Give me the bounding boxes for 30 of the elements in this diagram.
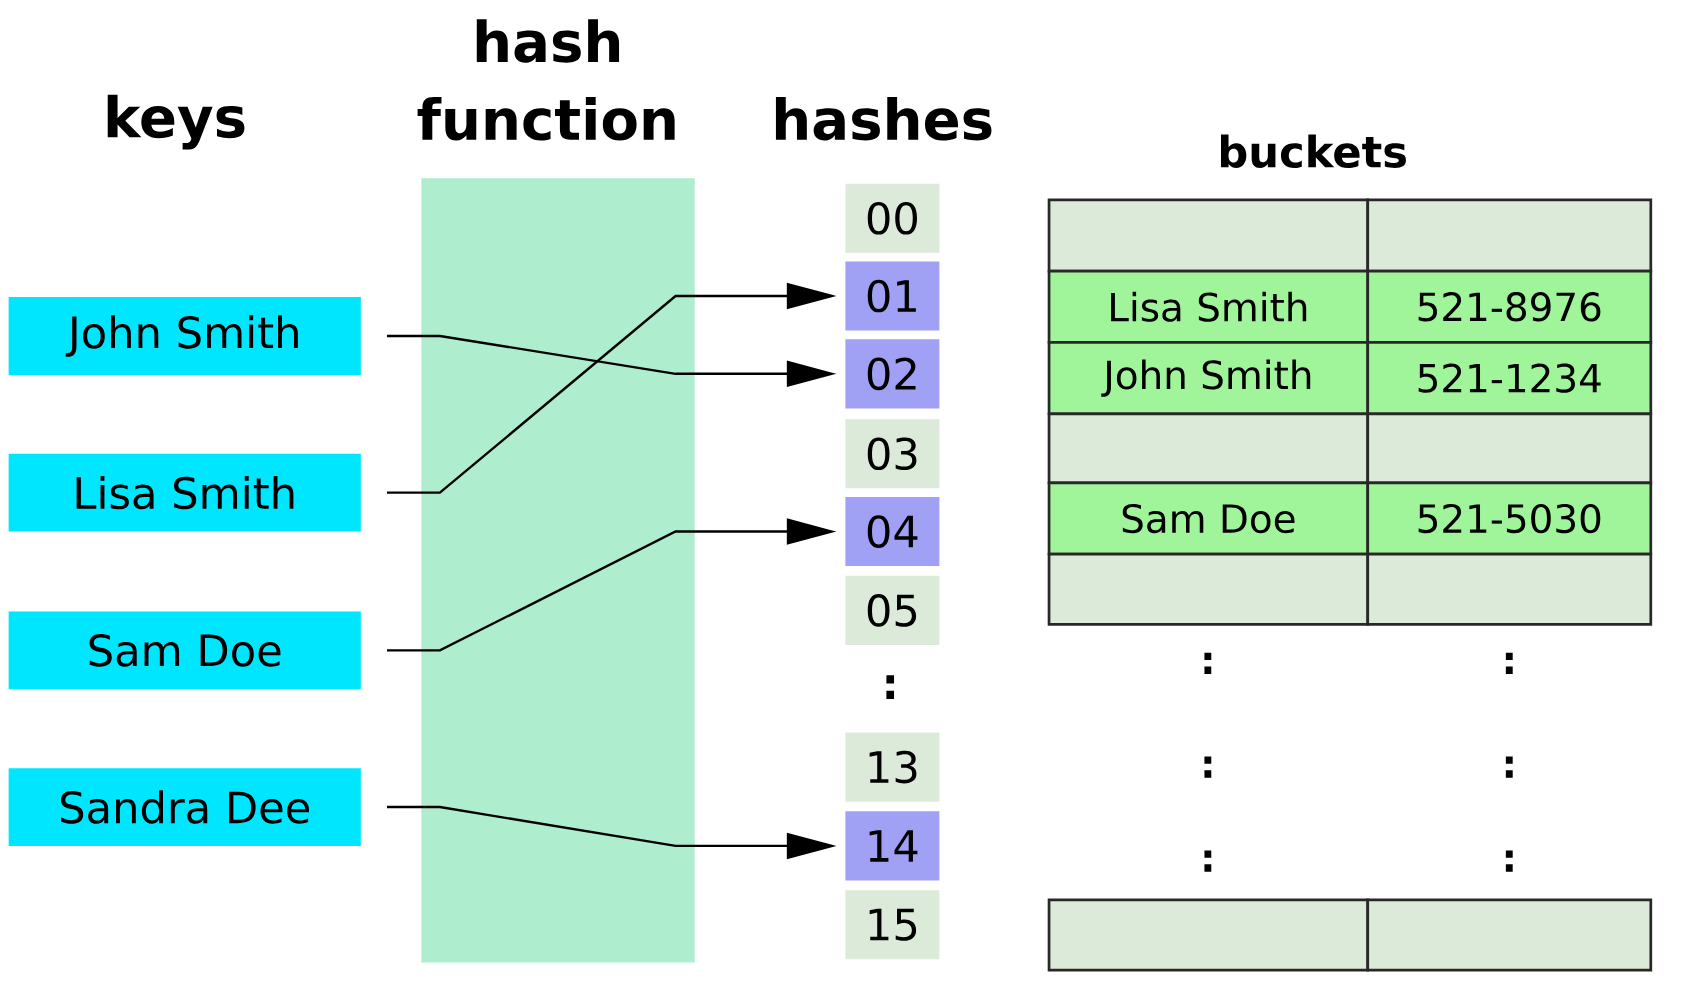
table-cell: Lisa Smith [1047,269,1370,344]
ellipsis: : [1505,850,1513,872]
key-box: John Smith [8,297,361,375]
key-box: Lisa Smith [8,453,361,532]
table-cell: 521-8976 [1366,269,1653,344]
key-box: Sandra Dee [8,768,361,846]
table-cell: 521-1234 [1366,341,1653,416]
hash-function-heading: hash function [417,19,675,141]
table-cell: John Smith [1047,341,1370,416]
hashes-heading: hashes [775,97,992,141]
table-cell: Sam Doe [1047,481,1370,556]
table-cell: 521-5030 [1366,481,1653,556]
ellipsis: : [886,675,895,699]
hash-box: 00 [845,183,940,253]
hash-box: 01 [845,261,940,331]
hash-box: 04 [845,497,940,567]
buckets-heading: buckets [1221,134,1406,168]
hash-box: 02 [845,339,940,409]
ellipsis: : [1505,756,1513,778]
hash-box: 05 [845,575,940,645]
ellipsis: : [1204,850,1212,872]
ellipsis: : [1204,652,1212,674]
ellipsis: : [1505,652,1513,674]
keys-heading: keys [107,94,245,150]
hash-box: 13 [845,732,940,802]
hash-box: 03 [845,419,940,489]
key-box: Sam Doe [8,611,361,690]
hash-box: 14 [845,811,940,881]
ellipsis: : [1204,756,1212,778]
hash-box: 15 [845,890,940,960]
